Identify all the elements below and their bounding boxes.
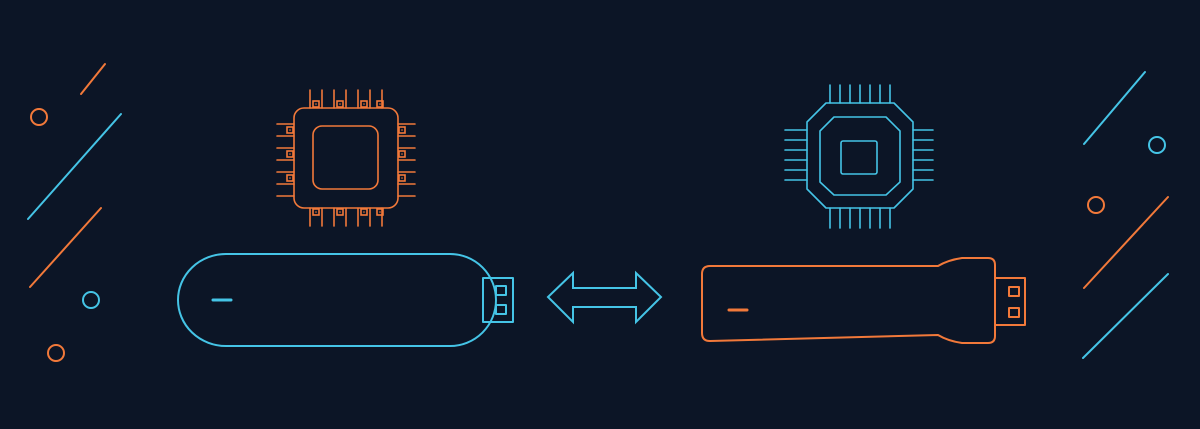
pin-pad xyxy=(286,150,294,158)
pin-pad xyxy=(360,100,368,108)
pin-pad xyxy=(312,208,320,216)
drive-connector xyxy=(482,277,514,323)
drive-body xyxy=(177,253,497,347)
left-decoration xyxy=(27,63,122,362)
connector-hole xyxy=(1008,286,1020,297)
decor-circle xyxy=(47,344,65,362)
usb-flash-drive-icon xyxy=(177,253,514,347)
chip-pins xyxy=(784,84,934,229)
pin-pad xyxy=(312,100,320,108)
right-decoration xyxy=(1082,71,1169,359)
pin-pad xyxy=(360,208,368,216)
chip-body xyxy=(806,102,914,209)
decor-circle xyxy=(82,291,100,309)
decor-line xyxy=(27,113,122,220)
decor-line xyxy=(1082,273,1169,359)
pin-pad xyxy=(376,100,384,108)
connector-hole xyxy=(495,285,507,296)
pin-pad xyxy=(398,174,406,182)
decor-line xyxy=(80,63,106,95)
chip-core xyxy=(312,125,379,190)
pin-pad xyxy=(336,208,344,216)
connector-hole xyxy=(1008,307,1020,318)
drive-connector xyxy=(994,277,1026,326)
pin-pad xyxy=(286,126,294,134)
drive-body xyxy=(701,257,996,344)
pin-pad xyxy=(336,100,344,108)
pin-pad xyxy=(286,174,294,182)
pin-pad xyxy=(398,150,406,158)
chip-core xyxy=(840,140,878,175)
cpu-chip-icon xyxy=(276,89,416,227)
cpu-chip-octagon-icon xyxy=(784,84,934,229)
decor-circle xyxy=(30,108,48,126)
decor-line xyxy=(1083,196,1169,289)
pin-pad xyxy=(398,126,406,134)
chip-pins xyxy=(276,89,416,227)
pin-pad xyxy=(376,208,384,216)
chip-inner-ring xyxy=(819,116,901,196)
decor-line xyxy=(29,207,102,288)
usb-flash-drive-icon xyxy=(701,257,1026,344)
decor-circle xyxy=(1087,196,1105,214)
decor-line xyxy=(1083,71,1146,145)
decor-circle xyxy=(1148,136,1166,154)
connector-hole xyxy=(495,304,507,315)
double-arrow-icon xyxy=(546,270,663,325)
